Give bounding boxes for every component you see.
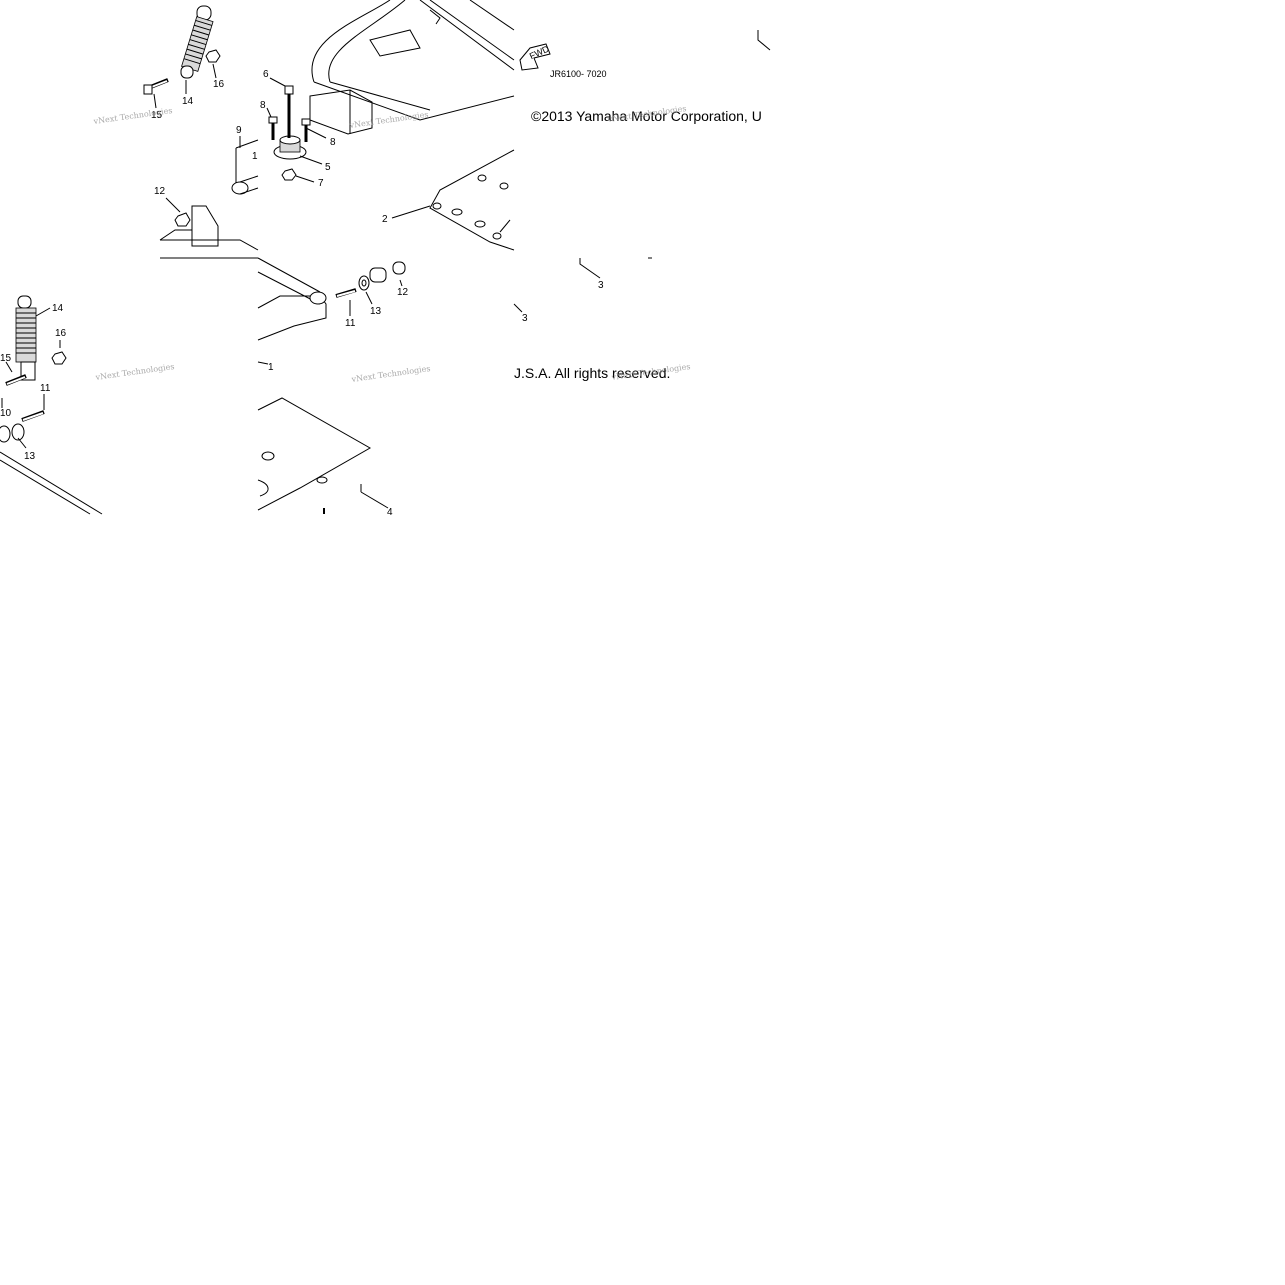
callout-14-lower: 14 <box>52 303 64 314</box>
callout-numbers: 14 15 16 6 8 8 9 1 5 7 12 2 3 3 12 13 11… <box>0 69 604 518</box>
callout-4: 4 <box>387 507 393 518</box>
callout-12-right: 12 <box>397 287 409 298</box>
callout-8-right: 8 <box>330 137 336 148</box>
callout-1-lower: 1 <box>268 362 274 373</box>
watermark: vNext Technologies <box>94 362 175 382</box>
fwd-arrow-icon: FWD <box>519 43 551 71</box>
callout-15-lower: 15 <box>0 353 12 364</box>
leader-lines <box>1 63 431 509</box>
callout-15-upper: 15 <box>151 110 163 121</box>
callout-8-left: 8 <box>260 100 266 111</box>
callout-13-middle: 13 <box>370 306 382 317</box>
nut-16-lower <box>51 351 67 365</box>
callout-11-lower: 11 <box>40 383 51 394</box>
copyright-line-2: J.S.A. All rights reserved. <box>514 365 670 381</box>
watermark: vNext Technologies <box>350 364 431 384</box>
callout-6: 6 <box>263 69 269 80</box>
callout-13-lower: 13 <box>24 451 36 462</box>
nut-12-left <box>174 212 191 227</box>
shock-absorber-upper <box>180 5 214 79</box>
callout-1-upper: 1 <box>252 151 258 162</box>
callout-11-middle: 11 <box>345 318 356 329</box>
callout-12-left: 12 <box>154 186 166 197</box>
callout-9: 9 <box>236 125 242 136</box>
callout-16-upper: 16 <box>213 79 225 90</box>
copyright-line-1: ©2013 Yamaha Motor Corporation, U <box>531 108 762 124</box>
callout-16-lower: 16 <box>55 328 67 339</box>
svg-text:FWD: FWD <box>528 43 551 61</box>
panel-right: FWD JR6100- 7020 ©2013 Yamaha Motor Corp… <box>513 30 771 381</box>
rubber-mount-5 <box>273 135 307 160</box>
panel-middle <box>159 0 515 514</box>
watermark: vNext Technologies <box>92 106 173 126</box>
callout-5: 5 <box>325 162 331 173</box>
nut-16-upper <box>205 49 221 63</box>
callout-7: 7 <box>318 178 324 189</box>
panel-left <box>0 5 221 515</box>
diagram-code: JR6100- 7020 <box>550 69 607 79</box>
watermarks: vNext Technologies vNext Technologies vN… <box>92 104 691 384</box>
callout-14-upper: 14 <box>182 96 194 107</box>
bolt-15-upper <box>143 78 169 95</box>
shock-absorber-lower <box>15 295 37 381</box>
callout-10: 10 <box>0 408 12 419</box>
callout-3-left: 3 <box>522 313 528 324</box>
callout-3-right: 3 <box>598 280 604 291</box>
watermark: vNext Technologies <box>348 110 429 130</box>
callout-2: 2 <box>382 214 388 225</box>
